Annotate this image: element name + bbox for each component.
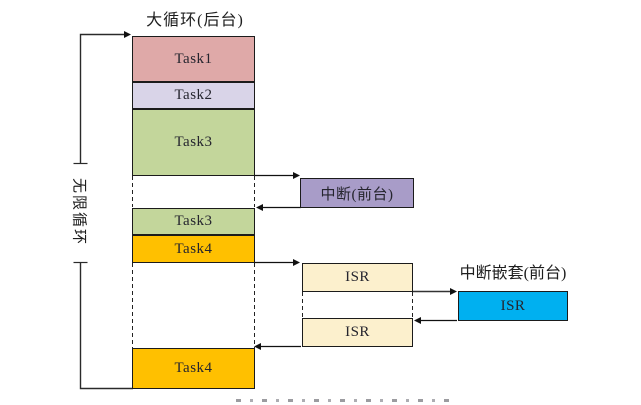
isr-first-label: ISR — [345, 269, 370, 285]
interrupt-foreground-label: 中断(前台) — [320, 186, 394, 203]
task-block-task3-resume: Task3 — [132, 208, 255, 235]
isr-nested-block: ISR — [458, 291, 568, 321]
task-block-task4: Task4 — [132, 235, 255, 263]
task3-label: Task3 — [174, 134, 213, 150]
task2-label: Task2 — [174, 87, 213, 103]
background-loop-title: 大循环(后台) — [146, 12, 244, 29]
task4-resume-label: Task4 — [174, 360, 213, 376]
nested-interrupt-title: 中断嵌套(前台) — [459, 265, 567, 282]
isr-first-block: ISR — [302, 263, 413, 292]
isr-gap-dashes — [302, 292, 413, 318]
isr-nested-label: ISR — [500, 297, 526, 314]
task4-label: Task4 — [174, 240, 213, 257]
task-block-task2: Task2 — [132, 82, 255, 109]
loop-line-bottom — [79, 262, 133, 390]
loop-line-top — [79, 31, 131, 164]
task-block-task3: Task3 — [132, 109, 255, 176]
task-block-task4-resume: Task4 — [132, 348, 255, 389]
caption-cut-off-marks — [236, 399, 450, 402]
task-block-task1: Task1 — [132, 36, 255, 82]
task1-label: Task1 — [174, 50, 213, 67]
isr-second-block: ISR — [302, 318, 413, 347]
stack-gap2-dashes — [132, 263, 255, 348]
infinite-loop-label: 无限循环 — [70, 177, 87, 247]
task3-resume-label: Task3 — [174, 213, 213, 229]
stack-gap1-dashes — [132, 176, 255, 207]
interrupt-foreground-block: 中断(前台) — [300, 178, 414, 208]
isr-second-label: ISR — [345, 324, 370, 340]
